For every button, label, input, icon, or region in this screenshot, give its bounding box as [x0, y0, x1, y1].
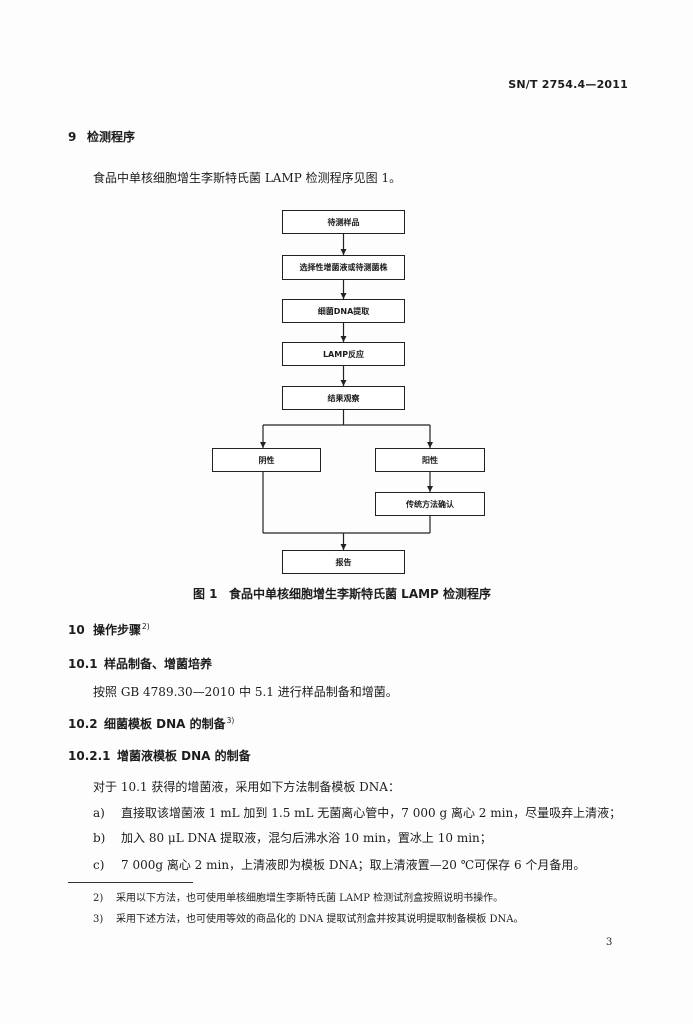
section-title-10-1: 样品制备、增菌培养: [104, 657, 213, 671]
standard-number: SN/T 2754.4—2011: [508, 78, 628, 91]
flow-step-positive: 阳性: [375, 448, 485, 472]
footnote-label-2: 2): [93, 893, 104, 904]
footnote-text-2: 采用以下方法，也可使用单核细胞增生李斯特氏菌 LAMP 检测试剂盒按照说明书操作…: [116, 893, 504, 904]
section-heading-10-2: 细菌模板 DNA 的制备3): [104, 716, 234, 734]
footnote-label-3: 3): [93, 914, 104, 925]
paragraph-9: 食品中单核细胞增生李斯特氏菌 LAMP 检测程序见图 1。: [93, 171, 402, 185]
paragraph-10-2-1: 对于 10.1 获得的增菌液，采用如下方法制备模板 DNA：: [93, 780, 400, 794]
step-label-b: b): [93, 831, 106, 845]
step-text-c: 7 000g 离心 2 min，上清液即为模板 DNA；取上清液置—20 ℃可保…: [121, 858, 586, 872]
flow-step-confirmation: 传统方法确认: [375, 492, 485, 516]
flow-step-enrichment: 选择性增菌液或待测菌株: [282, 255, 405, 280]
flow-step-lamp-reaction: LAMP反应: [282, 342, 405, 366]
flow-step-sample: 待测样品: [282, 210, 405, 234]
step-label-a: a): [93, 806, 105, 820]
footnote-text-3: 采用下述方法，也可使用等效的商品化的 DNA 提取试剂盒并按其说明提取制备模板 …: [116, 914, 524, 925]
footnote-ref-2: 2): [142, 622, 150, 631]
section-title-9: 检测程序: [87, 130, 136, 144]
step-text-b: 加入 80 μL DNA 提取液，混匀后沸水浴 10 min，置冰上 10 mi…: [121, 831, 492, 845]
step-label-c: c): [93, 858, 105, 872]
page-number: 3: [606, 937, 613, 948]
figure-label: 图 1: [193, 587, 218, 601]
paragraph-10-1: 按照 GB 4789.30—2010 中 5.1 进行样品制备和增菌。: [93, 685, 398, 699]
section-number-10-1: 10.1: [68, 657, 98, 671]
footnote-separator: [68, 882, 193, 883]
section-heading-10: 操作步骤2): [93, 622, 150, 640]
flow-step-negative: 阴性: [212, 448, 321, 472]
figure-title: 食品中单核细胞增生李斯特氏菌 LAMP 检测程序: [229, 587, 492, 601]
section-title-10-2: 细菌模板 DNA 的制备: [104, 717, 226, 731]
section-number-10-2-1: 10.2.1: [68, 749, 111, 763]
footnote-ref-3: 3): [226, 716, 235, 725]
section-number-9: 9: [68, 130, 77, 144]
flow-step-observation: 结果观察: [282, 386, 405, 410]
section-number-10-2: 10.2: [68, 717, 98, 731]
step-text-a: 直接取该增菌液 1 mL 加到 1.5 mL 无菌离心管中，7 000 g 离心…: [121, 806, 622, 820]
flow-step-report: 报告: [282, 550, 405, 574]
section-number-10: 10: [68, 623, 85, 637]
flow-step-dna-extraction: 细菌DNA提取: [282, 299, 405, 323]
section-title-10: 操作步骤: [93, 623, 142, 637]
section-title-10-2-1: 增菌液模板 DNA 的制备: [117, 749, 251, 763]
